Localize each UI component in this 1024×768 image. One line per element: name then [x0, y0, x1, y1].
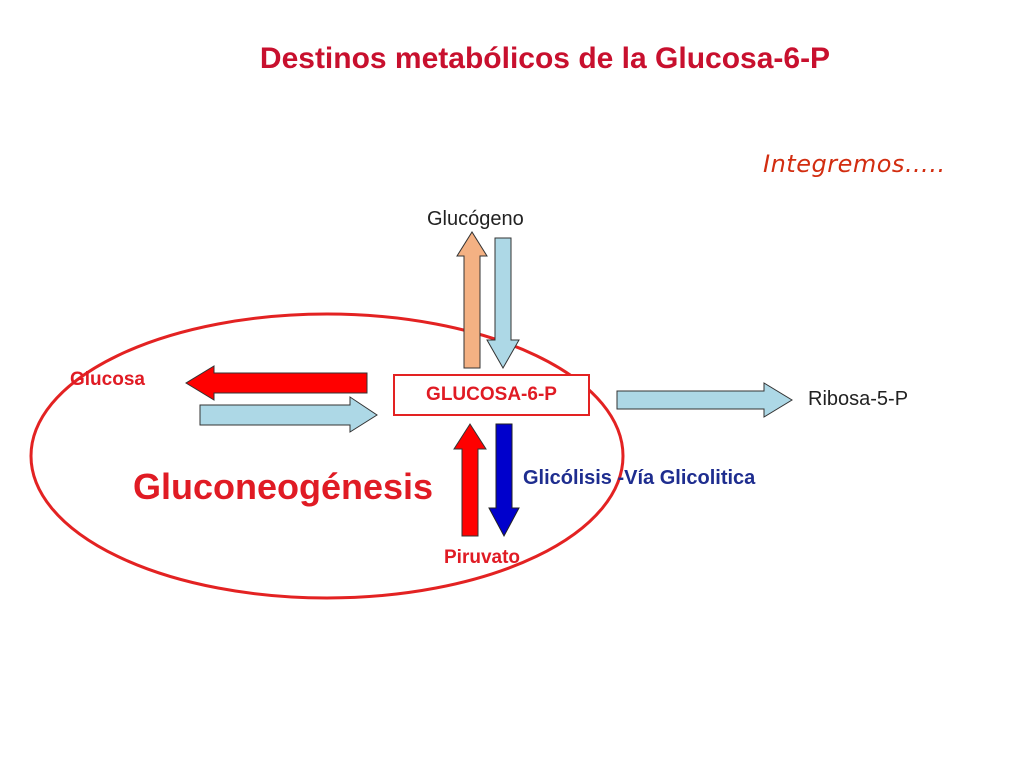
node-glucosa-6-p-label: GLUCOSA-6-P: [426, 384, 557, 405]
node-piruvato: Piruvato: [444, 547, 521, 568]
gluconeogenesis-label: Gluconeogénesis: [133, 466, 434, 507]
node-ribosa-5-p: Ribosa-5-P: [808, 388, 909, 410]
node-glucogeno: Glucógeno: [427, 208, 524, 230]
arrow-from-piruvato: [453, 423, 487, 537]
slide-subtitle: Integremos…..: [763, 150, 946, 178]
arrow-to-piruvato: [488, 423, 520, 538]
node-glucosa-6-p: GLUCOSA-6-P: [393, 374, 590, 416]
arrow-to-ribosa: [616, 382, 793, 418]
arrow-from-glucogeno: [486, 237, 520, 370]
arrow-to-glucosa: [185, 365, 368, 401]
gluconeogenesis-ellipse: [29, 312, 625, 600]
arrow-to-glucogeno: [456, 231, 488, 369]
glycolysis-label: Glicólisis -Vía Glicolitica: [523, 467, 756, 489]
slide-title: Destinos metabólicos de la Glucosa-6-P: [259, 42, 831, 75]
arrow-from-glucosa: [199, 396, 378, 433]
node-glucosa: Glucosa: [70, 369, 145, 390]
